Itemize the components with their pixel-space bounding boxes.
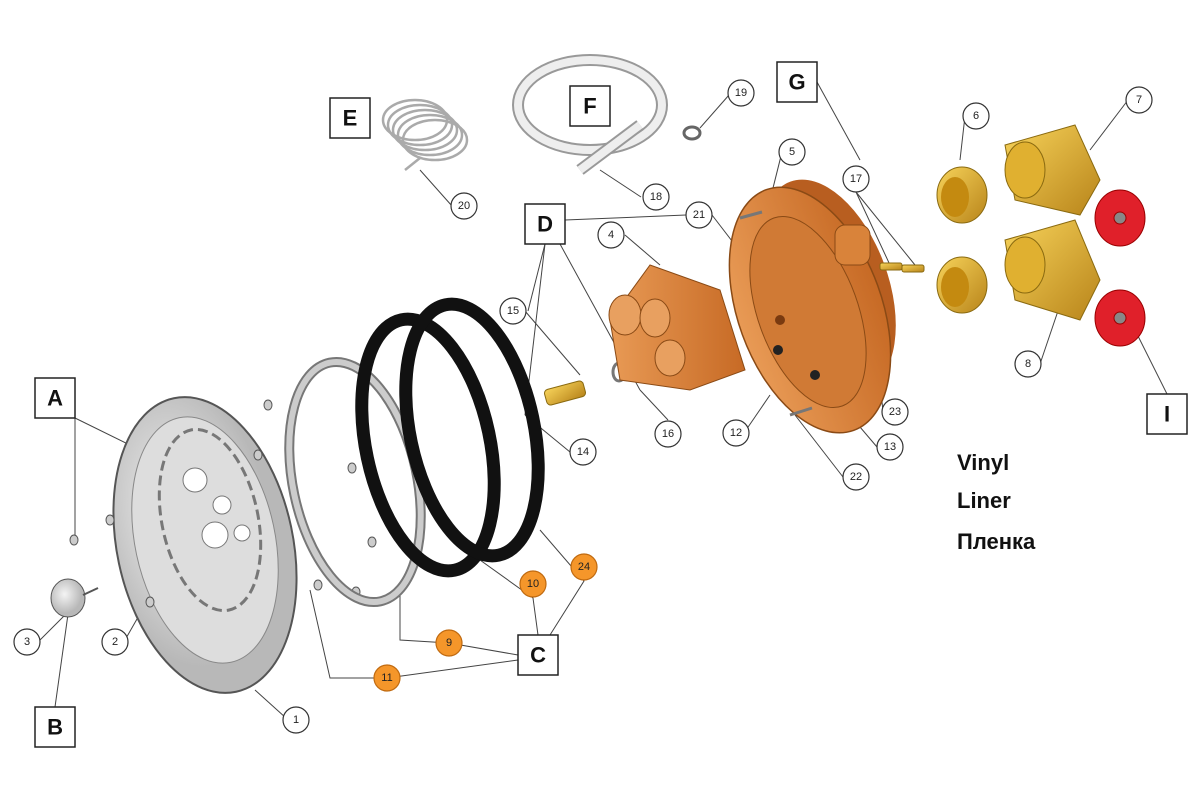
valves-part-7-8 xyxy=(1004,124,1101,321)
nipples-part-6 xyxy=(936,166,988,314)
part-number: 18 xyxy=(650,191,662,203)
part-callout: 17 xyxy=(842,165,870,193)
group-label-box: I xyxy=(1146,393,1188,435)
part-number: 7 xyxy=(1136,94,1142,106)
group-letter: B xyxy=(47,715,63,740)
part-number: 4 xyxy=(608,229,614,241)
housing-part-5 xyxy=(728,179,896,434)
part-callout: 2 xyxy=(101,628,129,656)
part-callout: 14 xyxy=(569,438,597,466)
part-number: 6 xyxy=(973,110,979,122)
part-callout: 15 xyxy=(499,297,527,325)
group-letter: G xyxy=(788,70,805,95)
part-callout: 12 xyxy=(722,419,750,447)
part-number: 13 xyxy=(884,441,896,453)
part-callout: 7 xyxy=(1125,86,1153,114)
electrode-part-15 xyxy=(544,380,586,406)
part-callout: 21 xyxy=(685,201,713,229)
part-number: 12 xyxy=(730,427,742,439)
note-vinyl: Vinyl xyxy=(957,450,1009,475)
group-labels: A B C D E F G I xyxy=(34,61,1188,748)
part-callout: 3 xyxy=(13,628,41,656)
coil-tube-E xyxy=(381,98,469,171)
gasket-10 xyxy=(355,312,501,578)
part-callouts: 1 2 3 4 5 6 7 8 12 13 14 15 16 17 18 19 … xyxy=(13,79,1153,734)
part-number: 8 xyxy=(1025,358,1031,370)
note-plenka: Пленка xyxy=(957,529,1036,554)
group-label-box: F xyxy=(569,85,611,127)
bolts-17 xyxy=(879,262,925,273)
part-number: 10 xyxy=(527,578,539,590)
liner-note: Vinyl Liner Пленка xyxy=(957,450,1036,554)
part-callout: 24 xyxy=(570,553,598,581)
part-number: 19 xyxy=(735,87,747,99)
part-callout: 9 xyxy=(435,629,463,657)
part-number: 20 xyxy=(458,200,470,212)
part-callout: 20 xyxy=(450,192,478,220)
group-letter: I xyxy=(1164,402,1170,427)
group-letter: F xyxy=(583,94,596,119)
part-number: 11 xyxy=(381,672,392,684)
part-callout: 8 xyxy=(1014,350,1042,378)
hose-clamp-19 xyxy=(682,125,702,141)
part-callout: 22 xyxy=(842,463,870,491)
note-liner: Liner xyxy=(957,488,1011,513)
group-label-box: C xyxy=(517,634,559,676)
part-number: 21 xyxy=(693,209,705,221)
part-number: 16 xyxy=(662,428,674,440)
part-number: 2 xyxy=(112,636,118,648)
group-letter: A xyxy=(47,386,63,411)
part-number: 1 xyxy=(293,714,299,726)
part-callout: 18 xyxy=(642,183,670,211)
part-number: 9 xyxy=(446,637,452,649)
part-callout: 11 xyxy=(373,664,401,692)
part-number: 23 xyxy=(889,406,901,418)
part-callout: 10 xyxy=(519,570,547,598)
part-number: 14 xyxy=(577,446,589,458)
part-callout: 4 xyxy=(597,221,625,249)
part-callout: 16 xyxy=(654,420,682,448)
part-callout: 1 xyxy=(282,706,310,734)
front-flange-part-A xyxy=(112,396,298,694)
lamp-holder-part-4 xyxy=(608,264,746,391)
part-callout: 13 xyxy=(876,433,904,461)
group-letter: C xyxy=(530,643,546,668)
part-callout: 23 xyxy=(881,398,909,426)
hose-F xyxy=(512,54,668,175)
group-letter: D xyxy=(537,212,553,237)
group-label-box: B xyxy=(34,706,76,748)
part-callout: 5 xyxy=(778,138,806,166)
part-number: 22 xyxy=(850,471,862,483)
group-label-box: E xyxy=(329,97,371,139)
gasket-24 xyxy=(399,297,545,563)
group-label-box: A xyxy=(34,377,76,419)
part-callout: 6 xyxy=(962,102,990,130)
handwheel-icon xyxy=(1094,189,1146,347)
part-number: 17 xyxy=(850,173,862,185)
part-number: 15 xyxy=(507,305,519,317)
part-number: 5 xyxy=(789,146,795,158)
group-letter: E xyxy=(343,106,358,131)
group-label-box: D xyxy=(524,203,566,245)
cap-part-B xyxy=(50,578,99,618)
part-number: 24 xyxy=(578,561,590,573)
part-callout: 19 xyxy=(727,79,755,107)
part-number: 3 xyxy=(24,636,30,648)
group-label-box: G xyxy=(776,61,818,103)
